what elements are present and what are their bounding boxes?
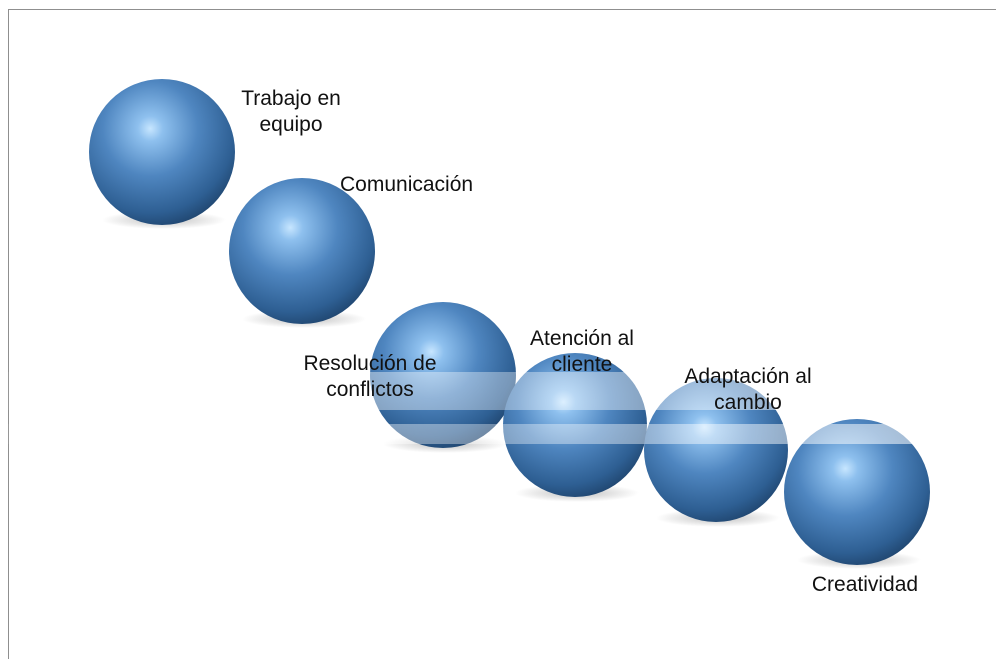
label-comunicacion: Comunicación xyxy=(340,173,474,196)
frame-border-top xyxy=(8,9,996,10)
label-adaptacion-al-cambio: Adaptación al cambio xyxy=(684,365,812,414)
sphere-2 xyxy=(229,178,375,328)
label-resolucion-de-conflictos: Resolución de conflictos xyxy=(303,352,437,401)
frame-border-left xyxy=(8,9,9,659)
label-trabajo-en-equipo: Trabajo en equipo xyxy=(241,87,341,136)
sphere-6 xyxy=(784,419,930,569)
sphere-1 xyxy=(89,79,235,229)
sphere-5 xyxy=(644,378,788,527)
label-atencion-al-cliente: Atención al cliente xyxy=(530,327,634,376)
label-creatividad: Creatividad xyxy=(811,573,919,596)
